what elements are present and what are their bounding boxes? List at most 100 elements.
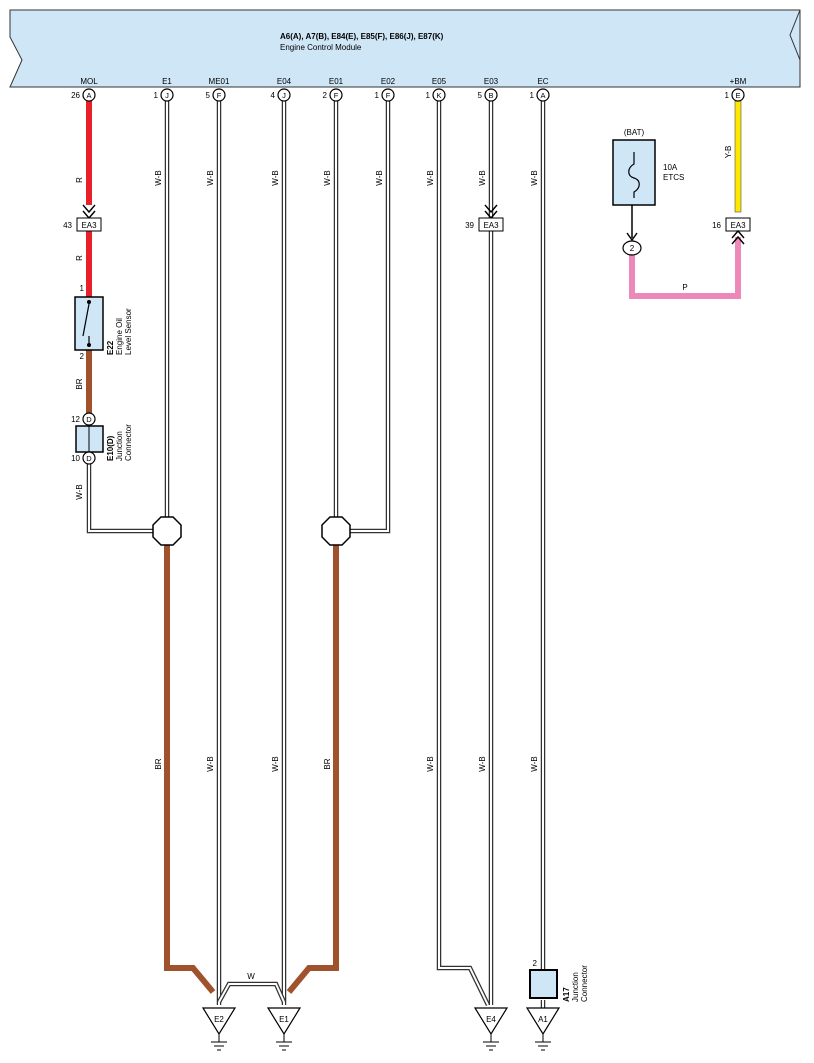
- svg-text:5: 5: [478, 91, 483, 100]
- connector-ea3-right: EA3 16: [712, 217, 751, 232]
- svg-text:5: 5: [206, 91, 211, 100]
- wire-label-r-1: R: [75, 177, 84, 183]
- wire-label-p: P: [682, 283, 687, 292]
- ground-a1: A1: [525, 1007, 561, 1051]
- svg-text:1: 1: [154, 91, 159, 100]
- svg-text:E4: E4: [486, 1015, 496, 1024]
- terminal-name-e04: E04: [277, 77, 292, 86]
- pin-bm: E 1: [725, 88, 745, 102]
- sensor-pin-bottom: 2: [80, 352, 85, 361]
- svg-text:B: B: [488, 91, 493, 100]
- wire-label-wb-e02: W-B: [375, 170, 384, 185]
- svg-text:1: 1: [375, 91, 380, 100]
- wire-label-wb-e04: W-B: [271, 170, 280, 185]
- wire-e05: [438, 101, 489, 1006]
- pin-me01: F 5: [206, 88, 226, 102]
- junction-a17-pin: 2: [533, 959, 538, 968]
- pin-e03: B 5: [478, 88, 498, 102]
- wire-e02: [348, 101, 389, 532]
- terminal-name-me01: ME01: [209, 77, 230, 86]
- terminal-name-e02: E02: [381, 77, 396, 86]
- wire-label-yb: Y-B: [724, 146, 733, 159]
- junction-a17-name-2: Connector: [580, 965, 589, 1002]
- junction-e10-code: E10(D): [106, 435, 115, 461]
- wire-junction-wb: [86, 464, 157, 534]
- fuse-pin: 2: [622, 240, 642, 256]
- junction-e10-name-1: Junction: [115, 431, 124, 461]
- fuse-rating: 10A: [663, 163, 678, 172]
- svg-text:F: F: [386, 91, 391, 100]
- pin-e01: F 2: [323, 88, 343, 102]
- svg-text:1: 1: [530, 91, 535, 100]
- wire-label-wb-ec: W-B: [530, 170, 539, 185]
- svg-text:E1: E1: [279, 1015, 289, 1024]
- svg-text:K: K: [436, 91, 441, 100]
- svg-text:4: 4: [271, 91, 276, 100]
- wire-label-wb-e03: W-B: [478, 170, 487, 185]
- svg-text:J: J: [165, 91, 169, 100]
- fuse-etcs: [612, 139, 656, 206]
- svg-text:2: 2: [630, 244, 635, 253]
- wire-label-r-2: R: [75, 255, 84, 261]
- terminal-name-mol: MOL: [80, 77, 98, 86]
- svg-text:12: 12: [71, 415, 80, 424]
- svg-text:A: A: [540, 91, 545, 100]
- svg-text:A: A: [86, 91, 91, 100]
- wire-label-wb-junction: W-B: [75, 484, 84, 499]
- junction-e10: [75, 425, 104, 453]
- svg-text:1: 1: [426, 91, 431, 100]
- wire-w-link: [218, 983, 285, 1003]
- svg-text:EA3: EA3: [81, 221, 97, 230]
- junction-a17-code: A17: [562, 987, 571, 1002]
- junction-e10-name-2: Connector: [124, 424, 133, 461]
- svg-text:10: 10: [71, 454, 80, 463]
- svg-text:43: 43: [63, 221, 72, 230]
- wire-label-wb-e04-low: W-B: [271, 756, 280, 771]
- svg-text:D: D: [86, 454, 92, 463]
- svg-text:2: 2: [323, 91, 328, 100]
- terminal-name-e1: E1: [162, 77, 172, 86]
- arrow-ea3-right: [731, 229, 745, 245]
- pin-e02: F 1: [375, 88, 395, 102]
- fuse-arrow: [626, 232, 638, 242]
- connector-ea3-mid: EA3 39: [465, 217, 504, 232]
- terminal-name-ec: EC: [537, 77, 548, 86]
- junction-a17-name-1: Junction: [571, 972, 580, 1002]
- wire-label-wb-me01: W-B: [206, 170, 215, 185]
- svg-text:J: J: [282, 91, 286, 100]
- pin-mol: A 26: [71, 88, 96, 102]
- wire-e1-brown: [286, 545, 339, 994]
- wire-label-br-e2: BR: [154, 758, 163, 769]
- svg-text:A1: A1: [538, 1015, 548, 1024]
- wire-label-wb-e01: W-B: [323, 170, 332, 185]
- junction-e10-pin-bottom: D 10: [71, 451, 96, 465]
- wire-bm-yellow: [734, 100, 742, 213]
- svg-text:16: 16: [712, 221, 721, 230]
- wire-label-br-e1: BR: [323, 758, 332, 769]
- pin-e05: K 1: [426, 88, 446, 102]
- terminal-name-e01: E01: [329, 77, 344, 86]
- sensor-name-1: Engine Oil: [115, 318, 124, 355]
- svg-text:EA3: EA3: [483, 221, 499, 230]
- terminal-name-e03: E03: [484, 77, 499, 86]
- svg-text:D: D: [86, 415, 92, 424]
- svg-text:E: E: [735, 91, 740, 100]
- svg-text:39: 39: [465, 221, 474, 230]
- ground-e2: E2: [201, 1007, 237, 1051]
- wire-label-br-sensor: BR: [75, 378, 84, 389]
- splice-right: [321, 516, 351, 546]
- wire-label-wb-me01-low: W-B: [206, 756, 215, 771]
- sensor-name-2: Level Sensor: [124, 308, 133, 355]
- svg-text:1: 1: [725, 91, 730, 100]
- connector-ea3-left: EA3 43: [63, 217, 102, 232]
- svg-text:EA3: EA3: [730, 221, 746, 230]
- ground-e1: E1: [266, 1007, 302, 1051]
- sensor-code: E22: [106, 340, 115, 355]
- wire-pink: [629, 237, 741, 299]
- wire-label-w: W: [247, 972, 255, 981]
- pin-ec: A 1: [530, 88, 550, 102]
- svg-text:26: 26: [71, 91, 80, 100]
- wire-label-wb-e05-low: W-B: [426, 756, 435, 771]
- pin-e1: J 1: [154, 88, 174, 102]
